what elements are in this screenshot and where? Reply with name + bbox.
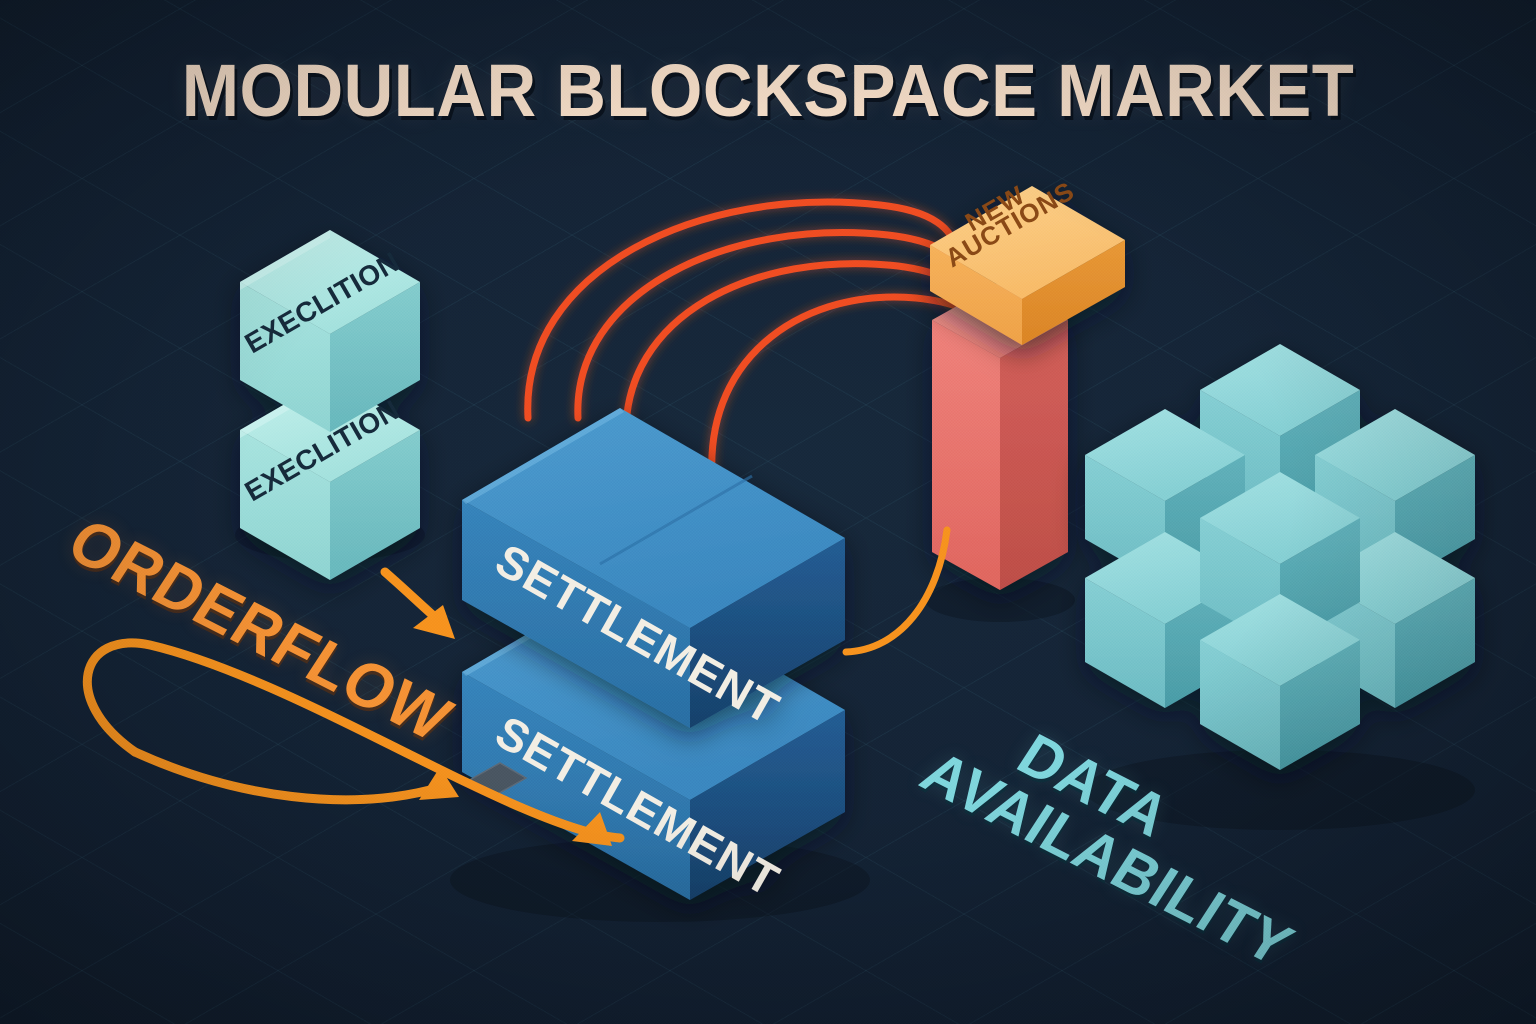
orderflow-loop: [82, 638, 625, 843]
pillar-to-settlement-curve: [842, 526, 951, 656]
data-availability-cluster[interactable]: [1085, 344, 1475, 770]
orderflow-arrowheads: [413, 605, 612, 846]
auction-arc-1: [524, 198, 961, 422]
ground-shadows: [235, 509, 1475, 922]
page-title: MODULAR BLOCKSPACE MARKET: [181, 49, 1355, 132]
da-cube-front-bottom[interactable]: [1200, 594, 1360, 770]
arrowhead-3: [572, 812, 612, 846]
execution-stack[interactable]: EXECLITION EXECLITION: [240, 230, 421, 580]
orderflow-arrow-1: [380, 567, 441, 623]
orderflow-arrow-2: [130, 747, 435, 805]
auction-arc-2: [574, 229, 968, 422]
auction-arc-3: [622, 260, 976, 442]
arrowhead-1: [413, 605, 455, 639]
arrowhead-2: [419, 767, 459, 800]
execution-cube-1[interactable]: EXECLITION: [240, 230, 421, 432]
